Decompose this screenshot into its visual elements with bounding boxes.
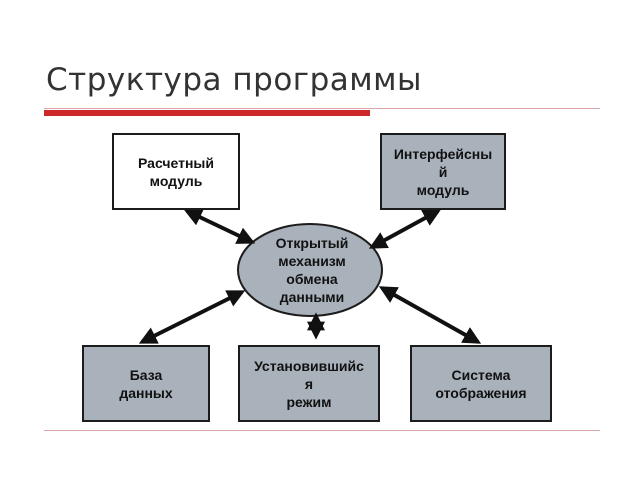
- title-underline-thin: [44, 108, 600, 109]
- title-underline-accent: [44, 110, 370, 116]
- connector-interface-exchange: [368, 209, 442, 249]
- connector-calc-exchange: [183, 209, 256, 244]
- steady-state-box: Установившийс я режим: [238, 345, 380, 422]
- steady-state-label: Установившийс я режим: [254, 357, 364, 410]
- interface-module-box: Интерфейсны й модуль: [380, 133, 506, 210]
- interface-module-label: Интерфейсны й модуль: [393, 145, 493, 198]
- connector-database-exchange: [138, 290, 246, 344]
- database-label: База данных: [119, 366, 173, 401]
- connector-display-exchange: [378, 286, 482, 344]
- page-title: Структура программы: [46, 62, 423, 98]
- footer-rule: [44, 430, 600, 431]
- database-box: База данных: [82, 345, 210, 422]
- exchange-label-wrap: Открытый механизм обмена данными: [244, 230, 380, 310]
- calc-module-box: Расчетный модуль: [112, 133, 240, 210]
- display-system-label: Система отображения: [435, 366, 527, 401]
- display-system-box: Система отображения: [410, 345, 552, 422]
- calc-module-label: Расчетный модуль: [138, 154, 214, 189]
- exchange-label: Открытый механизм обмена данными: [275, 235, 349, 305]
